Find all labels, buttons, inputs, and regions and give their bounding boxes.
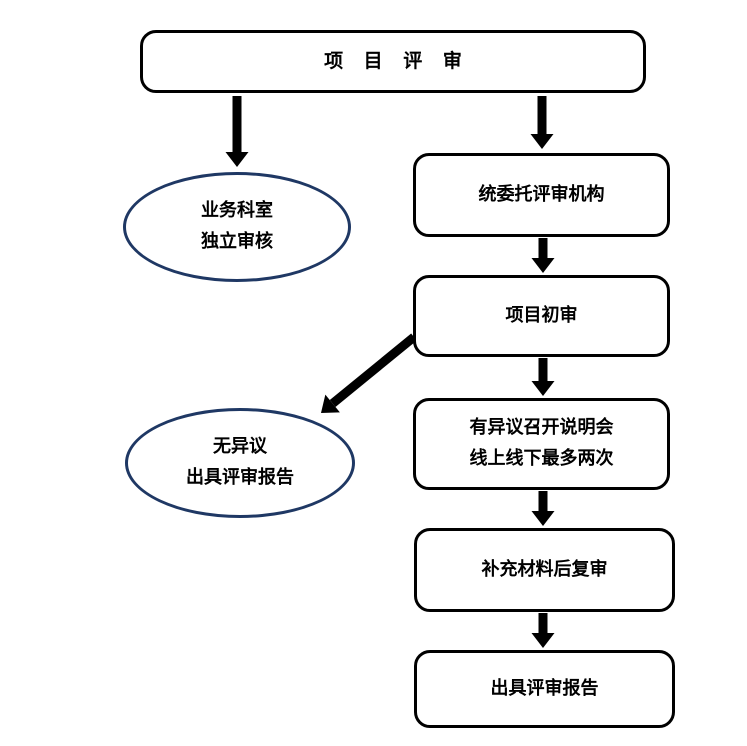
node-final-report: 出具评审报告 (414, 650, 675, 728)
node-objection-meeting: 有异议召开说明会 线上线下最多两次 (413, 398, 670, 490)
node-entrust-agency: 统委托评审机构 (413, 153, 670, 237)
node-label: 出具评审报告 (490, 677, 599, 699)
node-business-dept-ellipse: 业务科室 独立审核 (123, 172, 351, 282)
node-label: 独立审核 (201, 231, 273, 252)
node-recheck: 补充材料后复审 (414, 528, 675, 612)
arrow-objection-to-recheck (531, 491, 555, 526)
arrow-recheck-to-final (531, 613, 555, 648)
node-label: 补充材料后复审 (481, 558, 608, 580)
node-label: 项目初审 (505, 304, 578, 326)
node-label: 无异议 (213, 436, 267, 458)
node-project-review: 项 目 评 审 (140, 30, 646, 93)
node-no-objection-ellipse: 无异议 出具评审报告 (125, 408, 355, 518)
arrow-initial-to-no-objection (321, 333, 417, 413)
node-initial-review: 项目初审 (413, 275, 670, 357)
node-label: 统委托评审机构 (478, 183, 605, 205)
node-label: 业务科室 (201, 200, 273, 222)
arrow-initial-to-objection (531, 358, 555, 396)
node-label: 线上线下最多两次 (469, 448, 614, 469)
node-label: 出具评审报告 (186, 467, 294, 488)
arrow-review-to-agency (530, 96, 554, 149)
arrow-review-to-business (225, 96, 249, 167)
node-label: 有异议召开说明会 (469, 417, 614, 439)
node-label: 项 目 评 审 (324, 50, 469, 73)
arrow-agency-to-initial (531, 238, 555, 273)
